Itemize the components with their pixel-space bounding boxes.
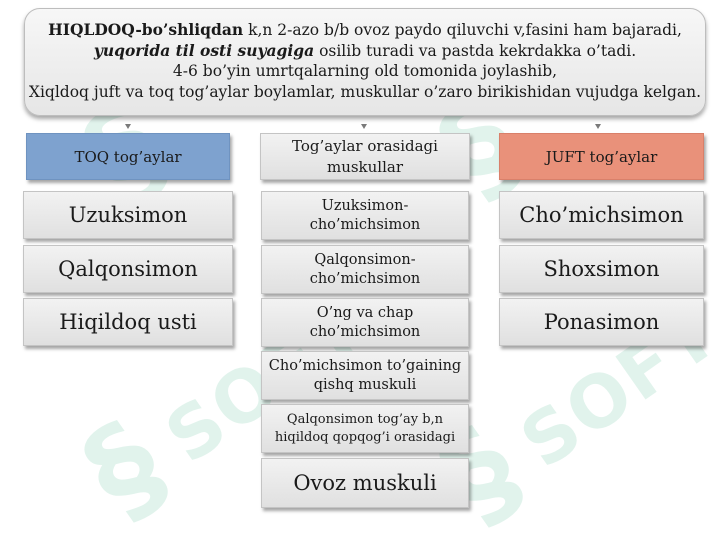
left-item-qalqonsimon: Qalqonsimon bbox=[23, 245, 233, 293]
left-item-hiqildoq-usti: Hiqildoq usti bbox=[23, 298, 233, 346]
middle-item-5: Qalqonsimon tog’ay b,n hiqildoq qopqog’i… bbox=[261, 404, 469, 453]
arrow-down-icon bbox=[595, 124, 601, 129]
right-item-chomichsimon: Cho’michsimon bbox=[499, 191, 704, 239]
middle-item-2: Qalqonsimon-cho’michsimon bbox=[261, 245, 469, 294]
left-item-uzuksimon: Uzuksimon bbox=[23, 191, 233, 239]
description-line-2: yuqorida til osti suyagiga osilib turadi… bbox=[93, 40, 637, 60]
description-box: HIQLDOQ-bo’shliqdan k,n 2-azo b/b ovoz p… bbox=[24, 8, 706, 116]
middle-item-6: Ovoz muskuli bbox=[261, 458, 469, 508]
middle-item-4: Cho’michsimon to’gaining qishq muskuli bbox=[261, 351, 469, 400]
description-title: HIQLDOQ-bo’shliqdan bbox=[48, 20, 244, 39]
arrow-down-icon bbox=[361, 124, 367, 129]
middle-column-header: Tog’aylar orasidagi muskullar bbox=[260, 133, 470, 180]
arrow-down-icon bbox=[125, 124, 131, 129]
middle-item-3: O’ng va chap cho’michsimon bbox=[261, 298, 469, 347]
description-line-4: Xiqldoq juft va toq tog’aylar boylamlar,… bbox=[28, 82, 702, 101]
description-line-1: HIQLDOQ-bo’shliqdan k,n 2-azo b/b ovoz p… bbox=[48, 20, 682, 39]
right-item-shoxsimon: Shoxsimon bbox=[499, 245, 704, 293]
right-item-ponasimon: Ponasimon bbox=[499, 298, 704, 346]
watermark-logo-icon: § bbox=[60, 395, 190, 544]
description-line-3: 4-6 bo’yin umrtqalarning old tomonida jo… bbox=[172, 62, 558, 80]
right-column-header: JUFT tog’aylar bbox=[499, 133, 704, 180]
left-column-header: TOQ tog’aylar bbox=[26, 133, 230, 180]
middle-item-1: Uzuksimon-cho’michsimon bbox=[261, 191, 469, 240]
